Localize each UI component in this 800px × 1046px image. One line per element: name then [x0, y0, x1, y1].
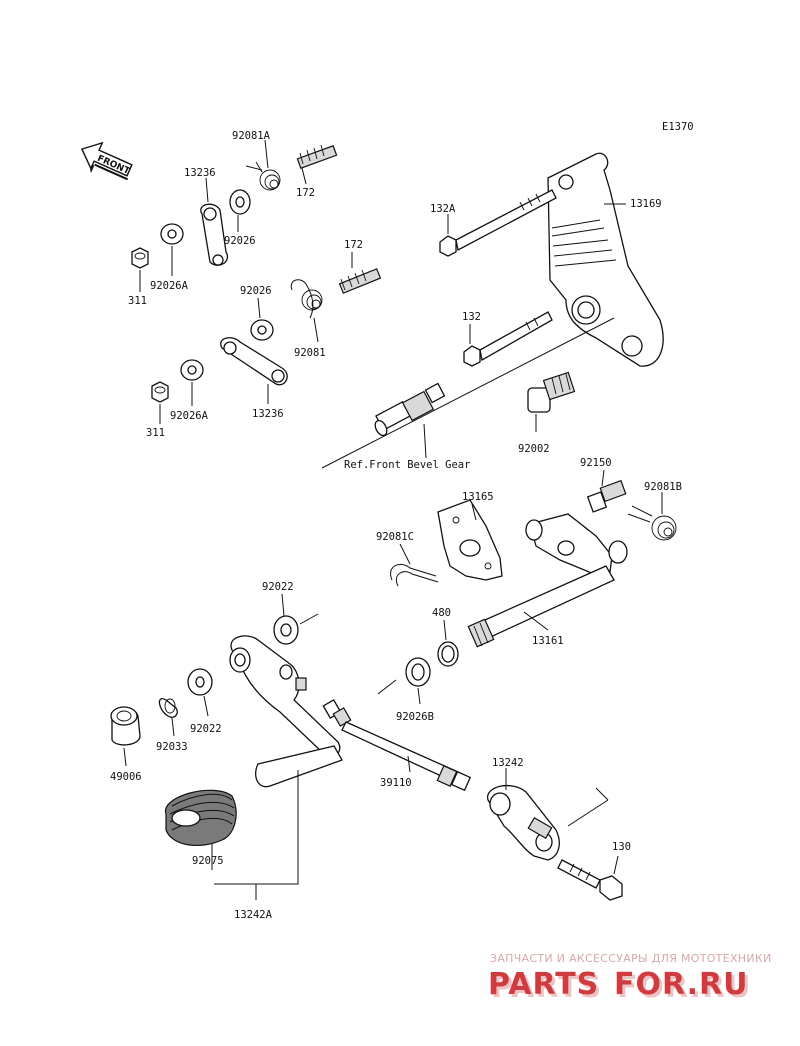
label-92081a: 92081A: [232, 130, 271, 142]
reference-axis-line: [321, 317, 615, 469]
part-bolt-132: [463, 311, 553, 367]
label-92026b: 92026B: [396, 711, 434, 723]
part-washer-92026a-upper: [160, 223, 184, 245]
label-92002: 92002: [518, 443, 550, 455]
part-stud-92002: [527, 371, 576, 413]
label-13169: 13169: [630, 198, 662, 210]
label-13236-lower: 13236: [252, 408, 284, 420]
part-washer-92026a-lower: [180, 359, 204, 381]
part-shift-shaft-13161: [467, 513, 628, 648]
part-lever-13242: [487, 784, 560, 861]
label-311-upper: 311: [128, 295, 147, 307]
part-washer-92026-upper: [229, 189, 251, 215]
part-ref-front-bevel-gear-shaft: [374, 382, 446, 437]
part-pin-172-lower: [338, 268, 382, 294]
label-92081b: 92081B: [644, 481, 682, 493]
part-circlip-480: [437, 641, 459, 667]
part-bracket-13169: [547, 152, 664, 367]
part-spring-92081b: [627, 505, 677, 541]
part-tie-rod-39110: [322, 699, 472, 792]
diagram-code: E1370: [662, 121, 694, 133]
watermark-tagline: ЗАПЧАСТИ И АКСЕССУАРЫ ДЛЯ МОТОТЕХНИКИ: [490, 952, 772, 965]
part-plate-13165: [437, 499, 503, 581]
part-nut-311-lower: [151, 381, 169, 403]
label-92026a-upper: 92026A: [150, 280, 189, 292]
front-direction-arrow-icon: FRONT: [80, 141, 133, 181]
part-spring-92081a: [245, 161, 281, 191]
part-pin-92150: [586, 479, 627, 513]
label-132: 132: [462, 311, 481, 323]
part-pedal-rubber-92075: [165, 789, 237, 847]
label-92022-upper: 92022: [262, 581, 294, 593]
part-bolt-132a: [439, 189, 557, 257]
label-172-lower: 172: [344, 239, 363, 251]
label-92075: 92075: [192, 855, 224, 867]
part-lever-13236-upper: [200, 203, 229, 266]
label-130: 130: [612, 841, 631, 853]
label-13161: 13161: [532, 635, 564, 647]
part-cap-49006: [110, 706, 141, 746]
ref-note: Ref.Front Bevel Gear: [344, 459, 470, 471]
part-pin-172-upper: [296, 144, 338, 169]
part-spring-92081: [290, 279, 323, 319]
label-172-upper: 172: [296, 187, 315, 199]
label-92026-upper: 92026: [224, 235, 256, 247]
watermark-brand-b: FOR.RU: [614, 967, 749, 1002]
label-13236-upper: 13236: [184, 167, 216, 179]
part-pedal-13242a: [229, 635, 343, 788]
part-nut-311-upper: [131, 247, 149, 269]
part-bolt-130: [557, 859, 623, 901]
part-washer-92026-lower: [250, 319, 274, 341]
part-washer-92022-lower: [187, 668, 213, 696]
label-92081: 92081: [294, 347, 326, 359]
label-92081c: 92081C: [376, 531, 414, 543]
label-311-lower: 311: [146, 427, 165, 439]
part-spring-92081c: [390, 564, 439, 587]
label-13165: 13165: [462, 491, 494, 503]
part-lever-13236-lower: [220, 337, 288, 386]
label-132a: 132A: [430, 203, 456, 215]
watermark-brand-a: PARTS: [488, 967, 599, 1002]
label-92150: 92150: [580, 457, 612, 469]
label-49006: 49006: [110, 771, 142, 783]
label-92026a-lower: 92026A: [170, 410, 209, 422]
label-92026-lower: 92026: [240, 285, 272, 297]
watermark-brand-shadow-b: FOR.RU: [617, 970, 752, 1005]
label-39110: 39110: [380, 777, 412, 789]
label-13242a: 13242A: [234, 909, 273, 921]
label-480: 480: [432, 607, 451, 619]
watermark-brand-shadow-a: PARTS: [491, 970, 602, 1005]
label-92033: 92033: [156, 741, 188, 753]
watermark-logo: PARTS FOR.RU PARTS FOR.RU: [488, 967, 752, 1005]
label-92022-lower: 92022: [190, 723, 222, 735]
part-eclip-92033: [158, 698, 178, 718]
part-washer-92022-upper: [273, 615, 299, 645]
part-washer-92026b: [405, 657, 431, 687]
label-13242: 13242: [492, 757, 524, 769]
